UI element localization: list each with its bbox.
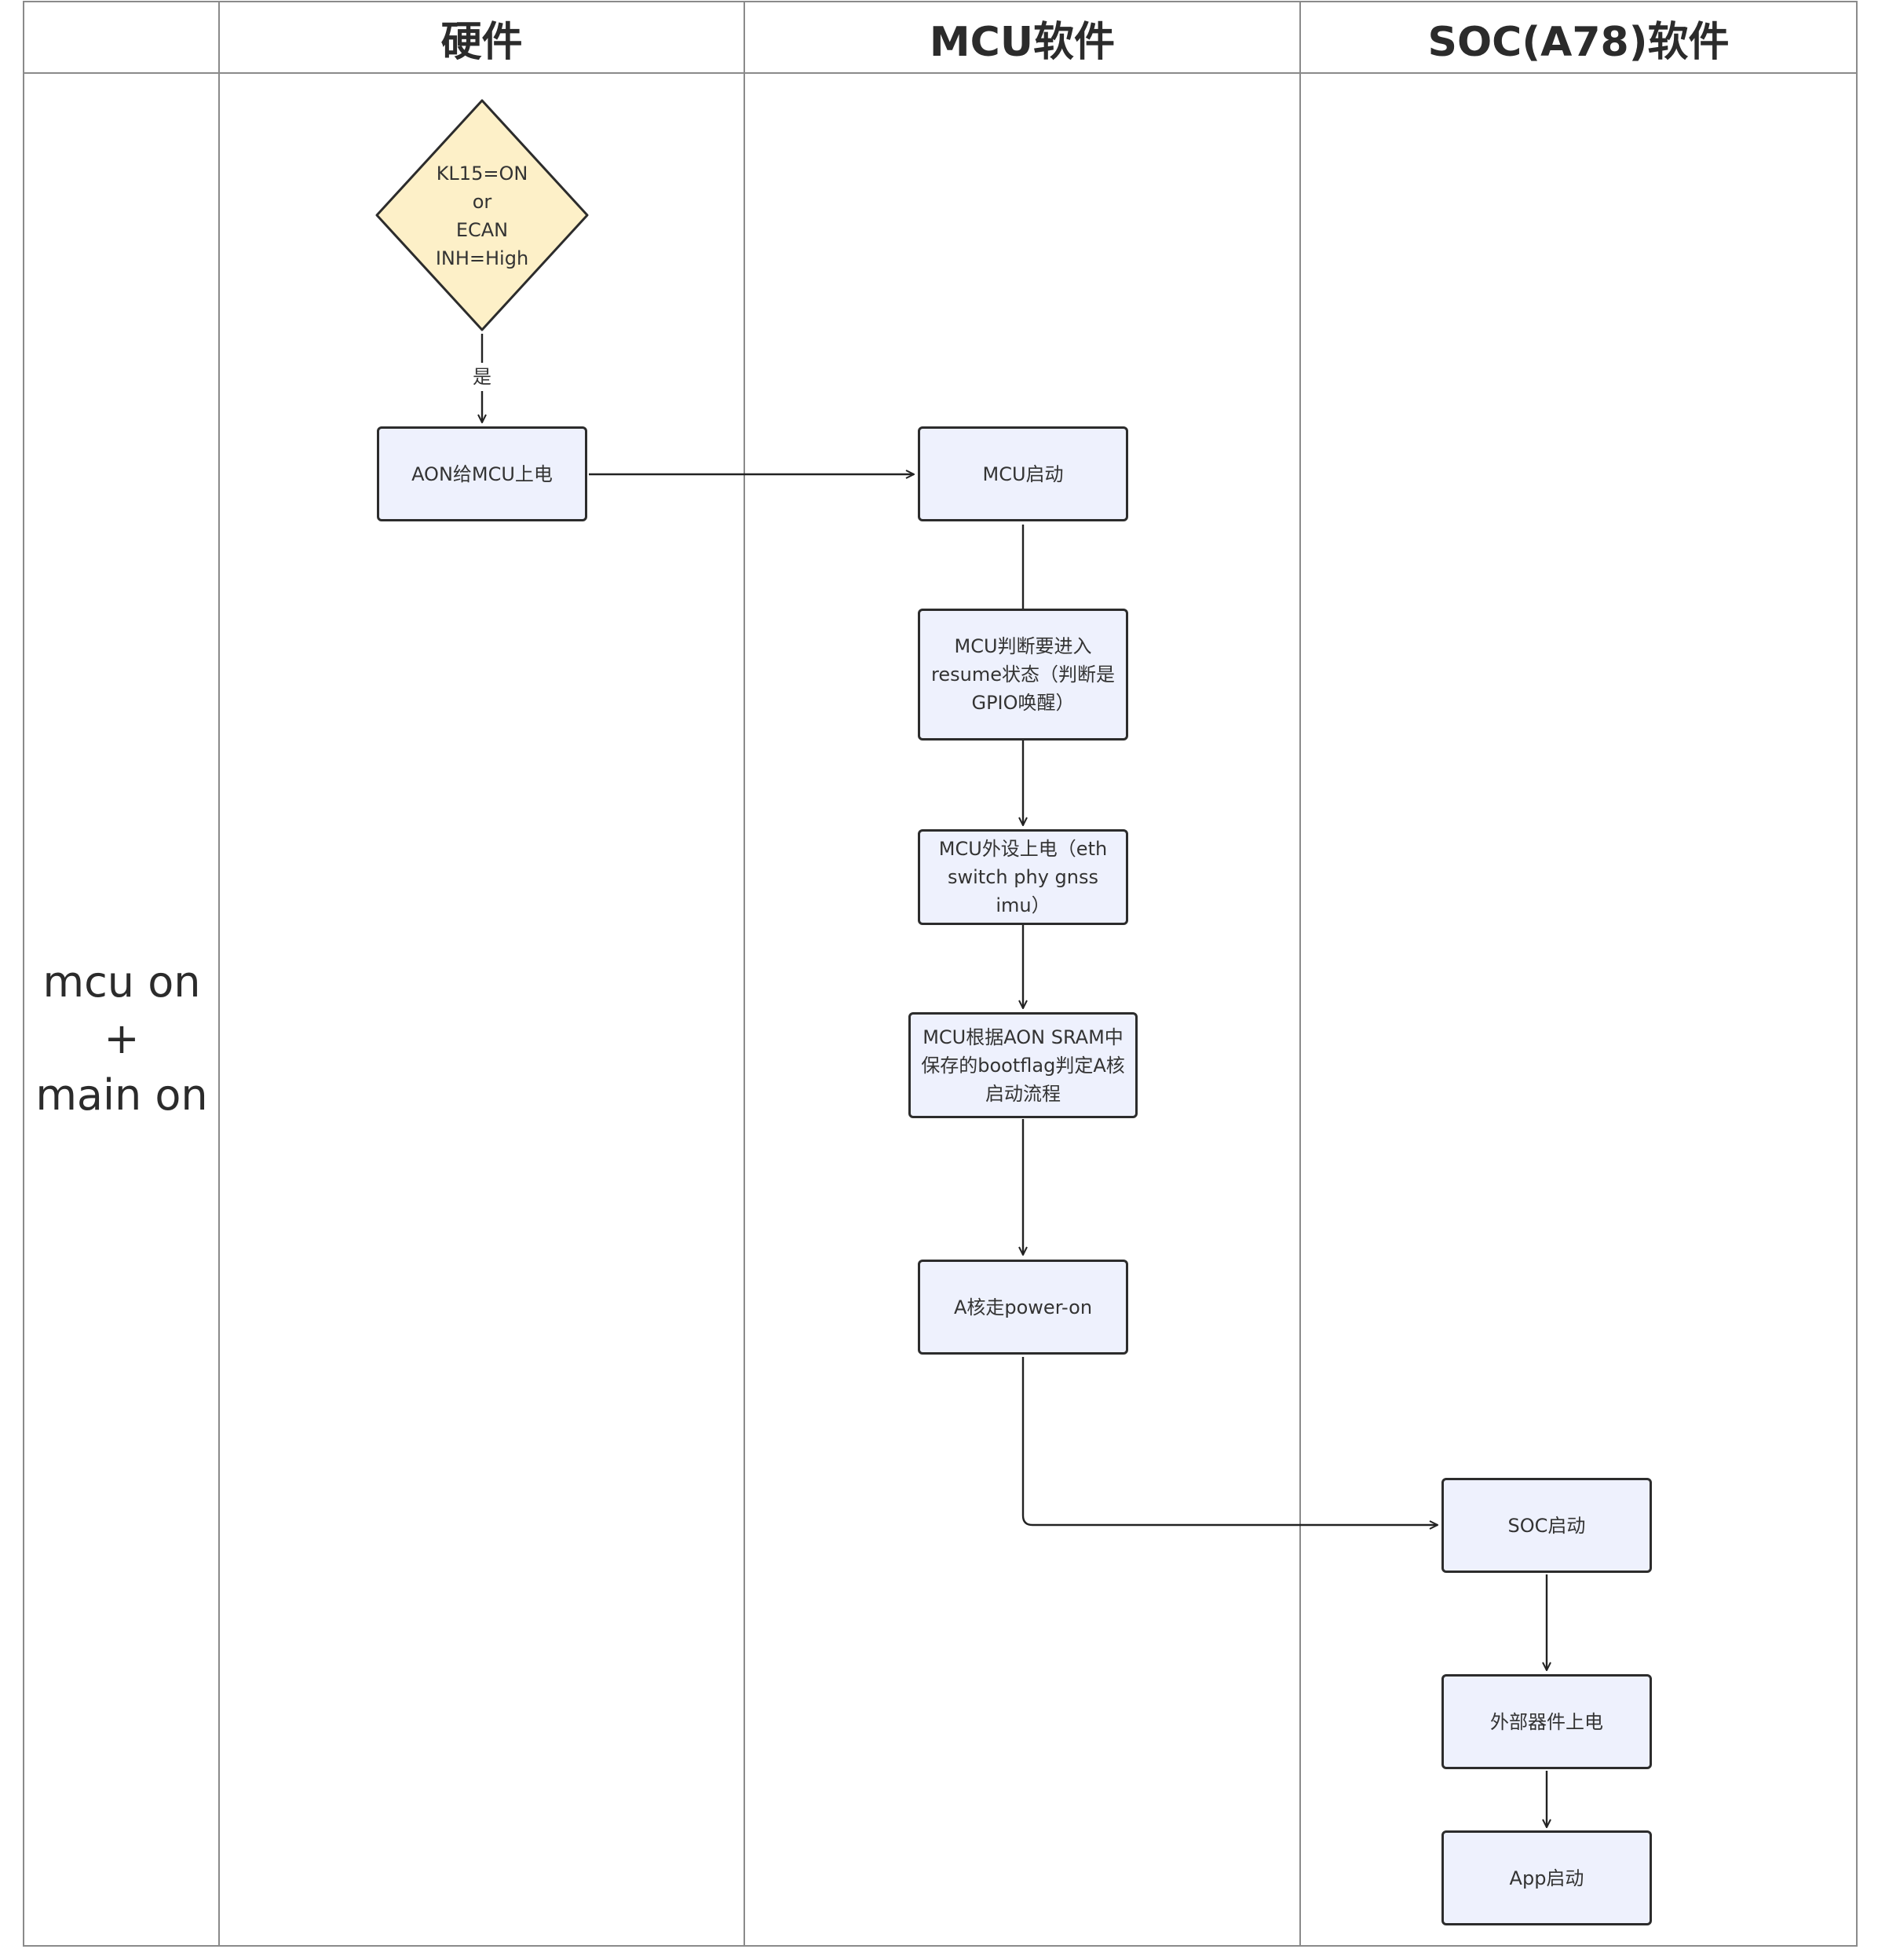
node-mcu-start: MCU启动 [918, 426, 1128, 521]
node-aon-power: AON给MCU上电 [377, 426, 587, 521]
lane-header-soc: SOC(A78)软件 [1427, 18, 1730, 66]
node-ext-power: 外部器件上电 [1441, 1674, 1652, 1769]
decision-label: KL15=ON or ECAN INH=High [435, 163, 529, 269]
edge-label-yes: 是 [466, 363, 498, 391]
edge-a-core-to-soc-start [1021, 1357, 1438, 1525]
node-mcu-bootflag: MCU根据AON SRAM中保存的bootflag判定A核启动流程 [908, 1012, 1138, 1118]
lane-header-mcu: MCU软件 [929, 18, 1116, 66]
node-a-core: A核走power-on [918, 1260, 1128, 1355]
node-soc-start: SOC启动 [1441, 1478, 1652, 1573]
lane-header-hardware: 硬件 [440, 18, 523, 66]
node-mcu-peripheral: MCU外设上电（eth switch phy gnss imu） [918, 829, 1128, 925]
node-app-start: App启动 [1441, 1830, 1652, 1925]
node-mcu-resume: MCU判断要进入resume状态（判断是GPIO唤醒） [918, 609, 1128, 740]
row-label: mcu on + main on [35, 957, 208, 1120]
lane-grid [23, 1, 1858, 1947]
connectors [482, 334, 1547, 1827]
decision-diamond [375, 99, 589, 331]
